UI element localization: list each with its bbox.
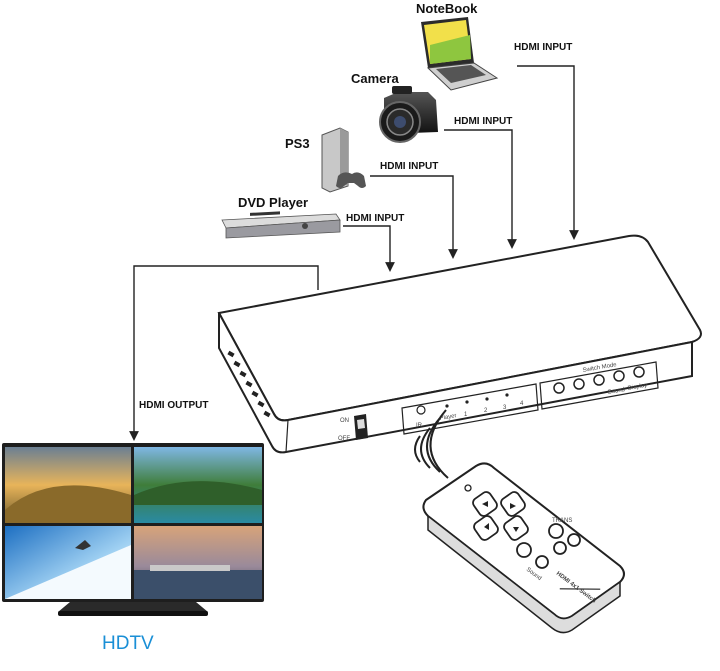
player-number-4: 4 bbox=[520, 401, 524, 407]
dvd-hdmi-line bbox=[343, 225, 395, 272]
dvd-connection-label: HDMI INPUT bbox=[346, 213, 404, 224]
display-label: Display bbox=[627, 383, 647, 392]
player-panel: IR Player 1 2 3 4 bbox=[401, 383, 539, 435]
off-label: OFF bbox=[338, 436, 350, 442]
remote-direction-pad[interactable] bbox=[471, 490, 530, 542]
hdmi-switch-box: ON OFF IR Player 1 2 3 4 Switch Mode bbox=[217, 234, 702, 454]
player-led-4 bbox=[505, 393, 509, 397]
notebook-hdmi-line bbox=[517, 65, 579, 240]
sound-label: Sound bbox=[607, 387, 625, 396]
notebook-device: NoteBook bbox=[416, 1, 499, 91]
sound-button[interactable] bbox=[613, 370, 625, 382]
remote-mode-button-1[interactable] bbox=[553, 541, 567, 555]
player-number-3: 3 bbox=[503, 405, 507, 411]
hdmi-output-line bbox=[129, 265, 319, 441]
remote-trans-button[interactable] bbox=[548, 523, 564, 539]
remote-sound-button[interactable] bbox=[516, 542, 532, 558]
remote-mode-button-2[interactable] bbox=[567, 533, 581, 547]
mode-button-1[interactable] bbox=[553, 382, 565, 394]
hdtv-connection-label: HDMI OUTPUT bbox=[139, 400, 208, 411]
ir-label: IR bbox=[416, 423, 423, 429]
player-number-2: 2 bbox=[484, 408, 488, 414]
camera-hdmi-line bbox=[444, 129, 517, 249]
remote-control: TRANS Sound HDMI 4x1 Switch bbox=[414, 409, 625, 634]
signal-wave-icon bbox=[414, 435, 421, 463]
camera-device: Camera bbox=[351, 71, 438, 143]
remote-trans-label: TRANS bbox=[552, 518, 572, 524]
remote-mode-button-3[interactable] bbox=[535, 555, 549, 569]
side-vents bbox=[227, 350, 271, 418]
ir-sensor-icon bbox=[416, 405, 426, 415]
player-led-1 bbox=[445, 404, 449, 408]
camera-label: Camera bbox=[351, 71, 399, 86]
dvd-player-label: DVD Player bbox=[238, 195, 308, 210]
ps3-label: PS3 bbox=[285, 136, 310, 151]
mode-button-3[interactable] bbox=[593, 374, 605, 386]
on-label: ON bbox=[340, 418, 349, 424]
tv-screen-quadrants bbox=[5, 447, 262, 599]
mode-button-2[interactable] bbox=[573, 378, 585, 390]
player-number-1: 1 bbox=[464, 412, 468, 418]
power-switch[interactable]: ON OFF bbox=[338, 414, 368, 442]
camera-connection-label: HDMI INPUT bbox=[454, 116, 512, 127]
player-led-2 bbox=[465, 400, 469, 404]
notebook-label: NoteBook bbox=[416, 1, 478, 16]
ps3-connection-label: HDMI INPUT bbox=[380, 161, 438, 172]
switch-mode-panel: Switch Mode Sound Display bbox=[539, 361, 659, 410]
player-label: Player bbox=[439, 413, 457, 422]
player-led-3 bbox=[485, 397, 489, 401]
dvd-player-device: DVD Player bbox=[221, 195, 341, 239]
display-button[interactable] bbox=[633, 366, 645, 378]
connector-lines bbox=[129, 65, 579, 441]
switch-mode-label: Switch Mode bbox=[582, 362, 618, 374]
hdtv-label: HDTV bbox=[102, 633, 154, 654]
remote-power-icon[interactable] bbox=[464, 484, 472, 492]
hdtv-device: HDTV bbox=[2, 443, 264, 654]
ps3-device: PS3 bbox=[285, 127, 366, 193]
notebook-connection-label: HDMI INPUT bbox=[514, 42, 572, 53]
ps3-hdmi-line bbox=[370, 175, 458, 259]
